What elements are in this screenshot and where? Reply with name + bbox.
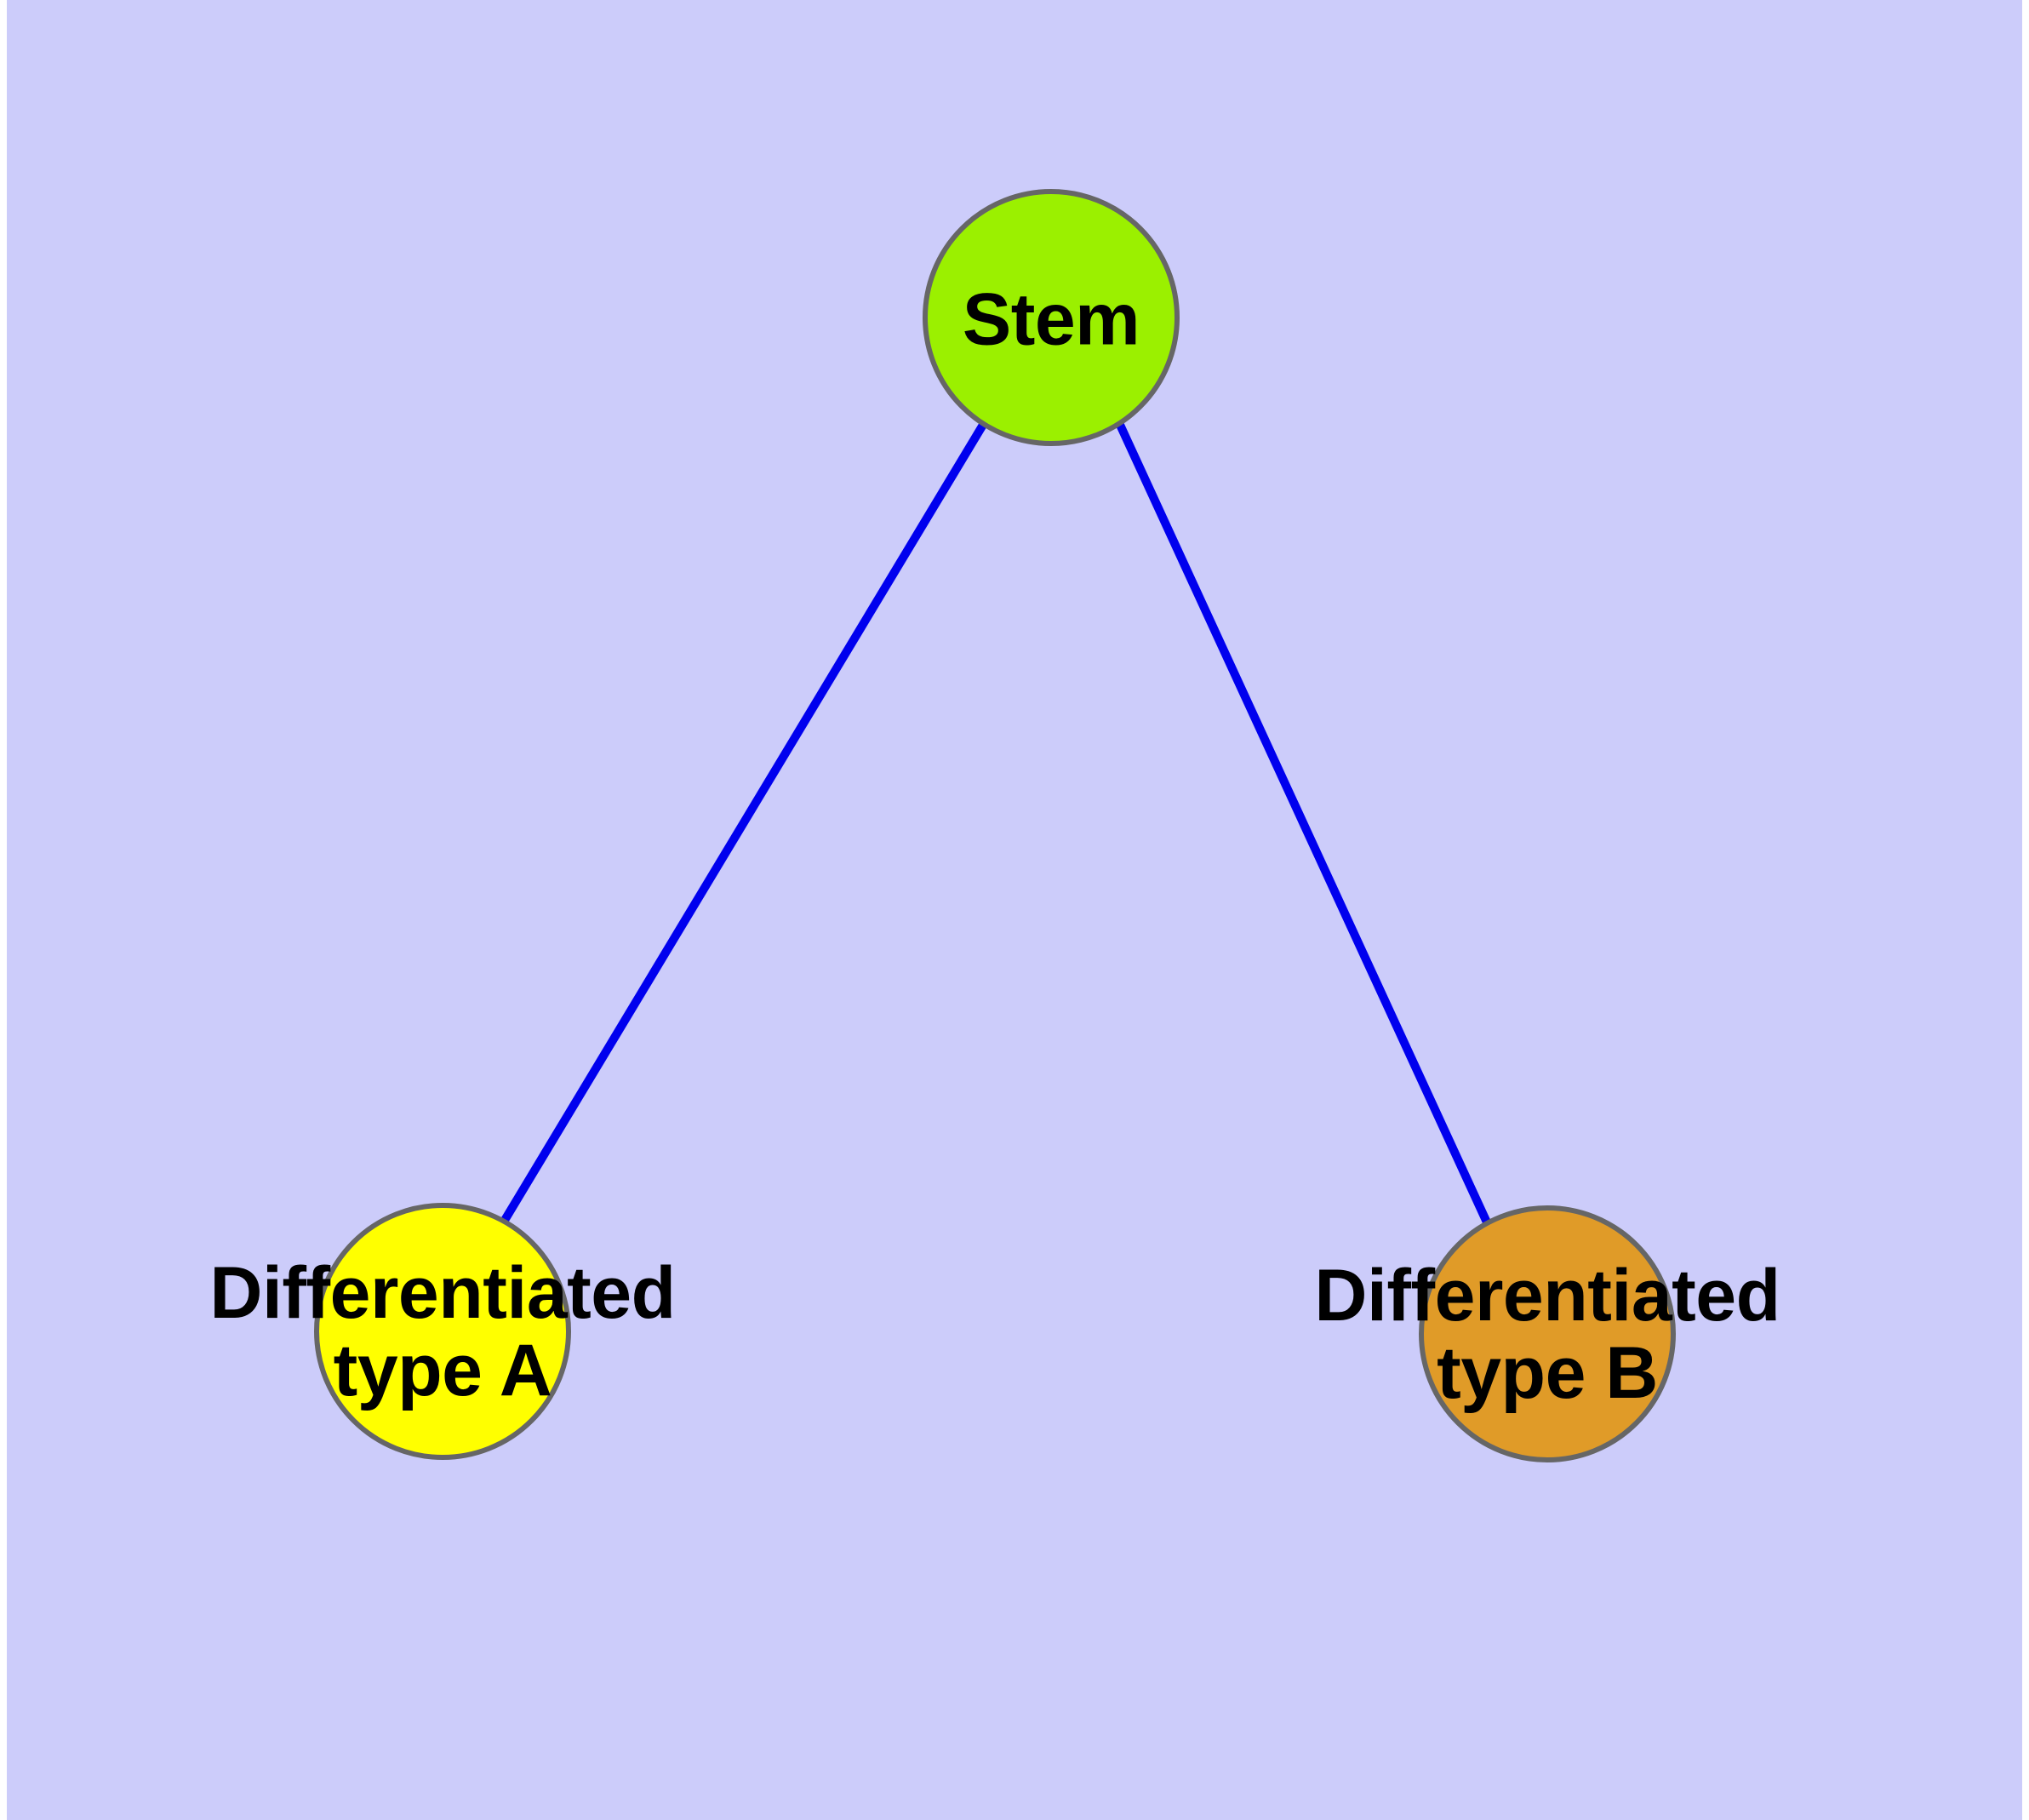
- node-differentiated-type-b[interactable]: [1419, 1205, 1676, 1462]
- edge-layer: [500, 422, 1492, 1227]
- edge-stem-to-diff-a: [500, 422, 987, 1224]
- node-stem[interactable]: [923, 189, 1180, 446]
- edge-stem-to-diff-b: [1116, 422, 1492, 1227]
- node-differentiated-type-a[interactable]: [314, 1203, 571, 1460]
- node-layer: [314, 189, 1676, 1462]
